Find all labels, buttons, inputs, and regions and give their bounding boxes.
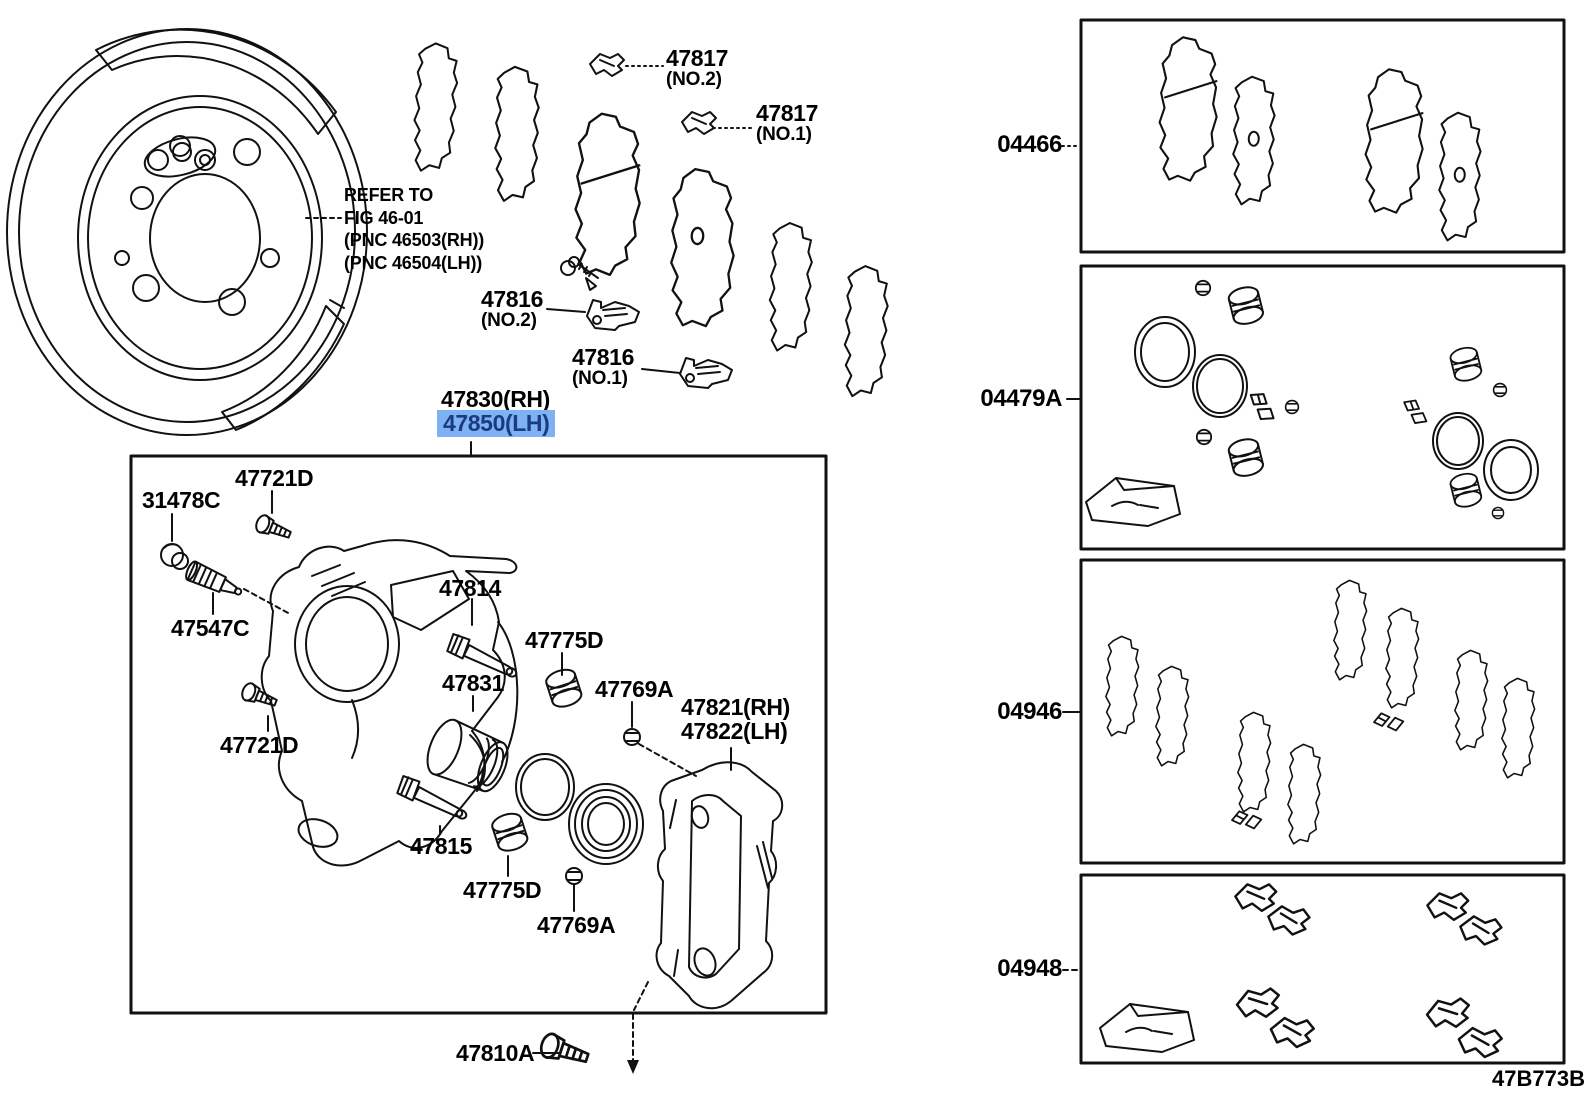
caliper-assembly-box	[129, 454, 828, 1015]
backing-plate-drawing	[6, 28, 368, 436]
part-label-47831[interactable]: 47831	[442, 670, 504, 696]
pad-support-spring-drawing	[560, 256, 599, 291]
part-label-47814[interactable]: 47814	[439, 575, 501, 601]
kit-label-04948[interactable]: 04948	[997, 955, 1062, 982]
kit-label-04466[interactable]: 04466	[997, 131, 1062, 158]
kit-04479A-drawing	[1085, 279, 1539, 527]
kit-04946-drawing	[1103, 578, 1537, 846]
refer-note: REFER TO FIG 46-01 (PNC 46503(RH)) (PNC …	[344, 185, 485, 274]
part-label-47821-47822[interactable]: 47821(RH)47822(LH)	[681, 694, 790, 745]
part-label-47721D-upper[interactable]: 47721D	[235, 465, 314, 491]
part-label-47810A[interactable]: 47810A	[456, 1040, 535, 1066]
part-label-47817-no1[interactable]: 47817(NO.1)	[756, 100, 818, 146]
part-label-47830-rh[interactable]: 47830(RH)	[441, 386, 550, 412]
part-label-47816-no2[interactable]: 47816(NO.2)	[481, 286, 543, 332]
kit-label-04479A[interactable]: 04479A	[980, 385, 1062, 412]
kit-box-04946	[1079, 558, 1566, 865]
kit-box-04466	[1079, 18, 1566, 254]
union-bolt-drawing	[537, 1030, 593, 1071]
part-label-47775D-lower[interactable]: 47775D	[463, 877, 542, 903]
part-label-47817-no2[interactable]: 47817(NO.2)	[666, 45, 728, 91]
part-label-47769A-upper[interactable]: 47769A	[595, 676, 674, 702]
kit-box-04948	[1079, 873, 1566, 1065]
kit-04948-drawing	[1099, 883, 1504, 1060]
caliper-drawing	[160, 512, 784, 1010]
part-label-31478C[interactable]: 31478C	[142, 487, 221, 513]
kit-04466-drawing	[1155, 35, 1483, 243]
rear-pad-group-drawing	[409, 41, 891, 399]
part-label-47775D-upper[interactable]: 47775D	[525, 627, 604, 653]
kit-box-04479A	[1079, 264, 1566, 551]
part-label-47850-lh-selected[interactable]: 47850(LH)	[437, 410, 556, 438]
part-label-47721D-lower[interactable]: 47721D	[220, 732, 299, 758]
leader-lines	[171, 65, 1081, 1074]
figure-code: 47B773B	[1492, 1066, 1585, 1091]
part-label-47815[interactable]: 47815	[410, 833, 472, 859]
kit-label-04946[interactable]: 04946	[997, 698, 1062, 725]
part-label-47816-no1[interactable]: 47816(NO.1)	[572, 344, 634, 390]
part-label-47547C[interactable]: 47547C	[171, 615, 250, 641]
part-label-47769A-lower[interactable]: 47769A	[537, 912, 616, 938]
